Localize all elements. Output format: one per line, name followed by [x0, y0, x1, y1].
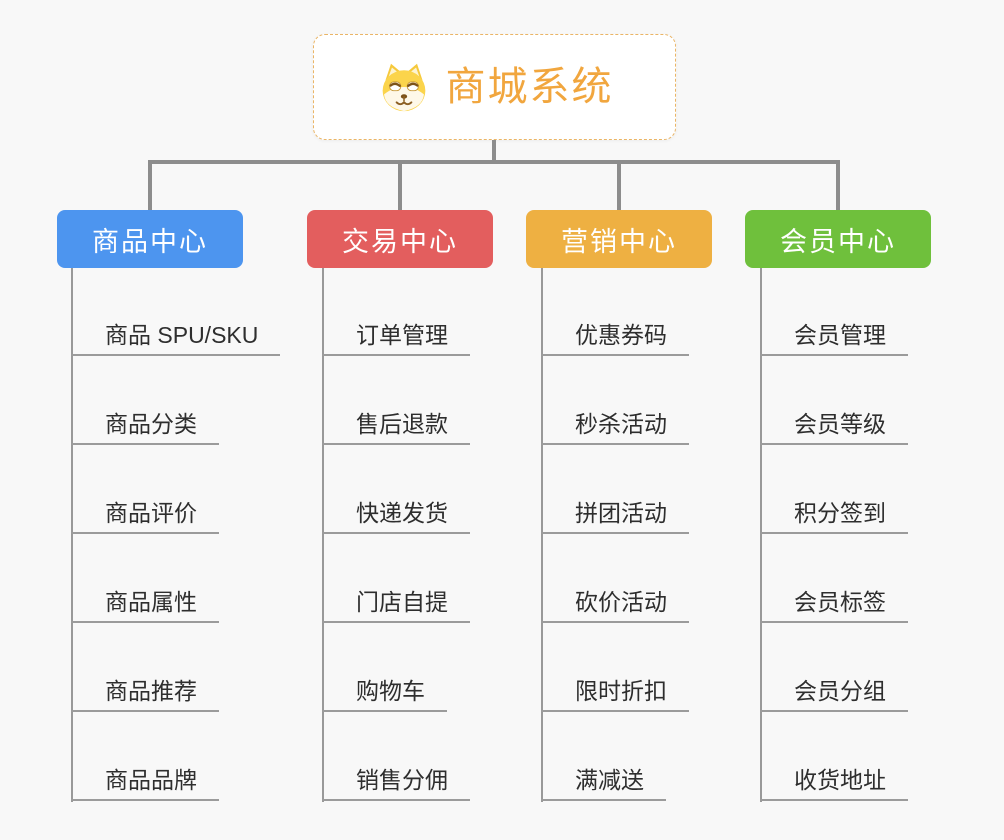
root-topic[interactable]: 商城系统 [313, 34, 676, 140]
leaf-node[interactable]: 拼团活动 [541, 502, 689, 534]
leaf-node[interactable]: 会员分组 [760, 680, 908, 712]
trunk-line [71, 268, 73, 802]
leaf-node[interactable]: 会员等级 [760, 413, 908, 445]
leaf-node[interactable]: 限时折扣 [541, 680, 689, 712]
leaf-node[interactable]: 商品品牌 [71, 769, 219, 801]
leaf-node[interactable]: 收货地址 [760, 769, 908, 801]
trunk-line [322, 268, 324, 802]
leaf-node[interactable]: 秒杀活动 [541, 413, 689, 445]
leaf-node[interactable]: 会员标签 [760, 591, 908, 623]
dog-icon [382, 63, 425, 112]
leaf-node[interactable]: 销售分佣 [322, 769, 470, 801]
branch-box-2[interactable]: 营销中心 [526, 210, 712, 268]
trunk-line [541, 268, 543, 802]
leaf-node[interactable]: 积分签到 [760, 502, 908, 534]
connector-drop-products [148, 160, 152, 210]
leaf-node[interactable]: 砍价活动 [541, 591, 689, 623]
leaf-node[interactable]: 会员管理 [760, 324, 908, 356]
leaf-node[interactable]: 门店自提 [322, 591, 470, 623]
leaf-node[interactable]: 商品属性 [71, 591, 219, 623]
leaf-node[interactable]: 商品推荐 [71, 680, 219, 712]
connector-root-drop [492, 140, 496, 164]
leaf-node[interactable]: 商品 SPU/SKU [71, 324, 281, 356]
leaf-node[interactable]: 订单管理 [322, 324, 470, 356]
leaf-node[interactable]: 购物车 [322, 680, 447, 712]
leaf-node[interactable]: 优惠券码 [541, 324, 689, 356]
connector-drop-marketing [617, 160, 621, 210]
trunk-line [760, 268, 762, 802]
leaf-node[interactable]: 快递发货 [322, 502, 470, 534]
connector-bus [148, 160, 840, 164]
root-title: 商城系统 [445, 65, 614, 109]
branch-box-3[interactable]: 会员中心 [745, 210, 931, 268]
connector-drop-members [836, 160, 840, 210]
connector-drop-trade [398, 160, 402, 210]
branch-box-1[interactable]: 交易中心 [307, 210, 493, 268]
leaf-node[interactable]: 商品分类 [71, 413, 219, 445]
leaf-node[interactable]: 售后退款 [322, 413, 470, 445]
leaf-node[interactable]: 商品评价 [71, 502, 219, 534]
branch-box-0[interactable]: 商品中心 [57, 210, 243, 268]
leaf-node[interactable]: 满减送 [541, 769, 666, 801]
